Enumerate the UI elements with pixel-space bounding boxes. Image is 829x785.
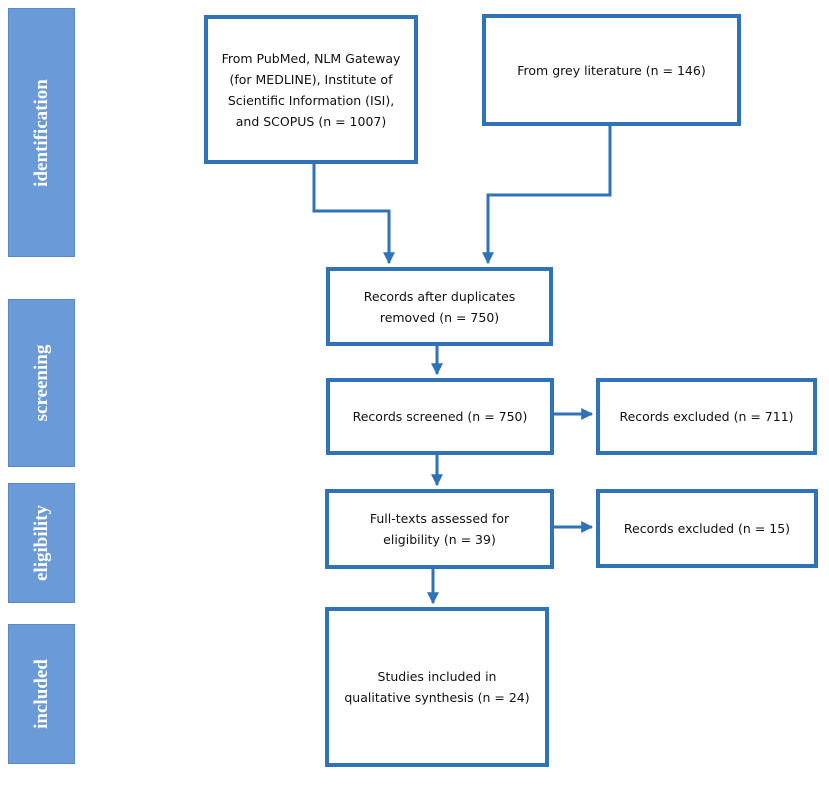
box-databases-text: From PubMed, NLM Gateway (for MEDLINE), … xyxy=(221,50,401,129)
phase-included: included xyxy=(8,624,75,764)
box-databases: From PubMed, NLM Gateway (for MEDLINE), … xyxy=(204,15,418,164)
box-after-duplicates-text: Records after duplicates removed (n = 75… xyxy=(363,288,516,325)
arrow-grey-to-duplicates xyxy=(482,126,612,265)
box-after-duplicates: Records after duplicates removed (n = 75… xyxy=(326,267,553,346)
box-excluded-fulltext-text: Records excluded (n = 15) xyxy=(623,521,791,536)
prisma-flow-diagram: identification screening eligibility inc… xyxy=(8,8,829,785)
phase-screening: screening xyxy=(8,299,75,467)
box-studies-included-text: Studies included in qualitative synthesi… xyxy=(344,669,530,705)
box-studies-included: Studies included in qualitative synthesi… xyxy=(325,607,549,767)
arrow-databases-to-duplicates xyxy=(312,164,395,265)
box-excluded-screening-text: Records excluded (n = 711) xyxy=(619,409,794,424)
box-fulltext-assessed: Full-texts assessed for eligibility (n =… xyxy=(325,489,554,569)
box-records-screened: Records screened (n = 750) xyxy=(326,378,554,455)
box-excluded-screening: Records excluded (n = 711) xyxy=(596,378,817,455)
connector-arrows xyxy=(312,126,612,605)
box-grey-literature: From grey literature (n = 146) xyxy=(482,14,741,126)
box-grey-literature-text: From grey literature (n = 146) xyxy=(517,63,706,78)
box-fulltext-assessed-text: Full-texts assessed for eligibility (n =… xyxy=(369,511,510,547)
phase-eligibility: eligibility xyxy=(8,483,75,603)
box-excluded-fulltext: Records excluded (n = 15) xyxy=(596,489,818,568)
phase-identification: identification xyxy=(8,8,75,257)
box-records-screened-text: Records screened (n = 750) xyxy=(352,409,528,424)
